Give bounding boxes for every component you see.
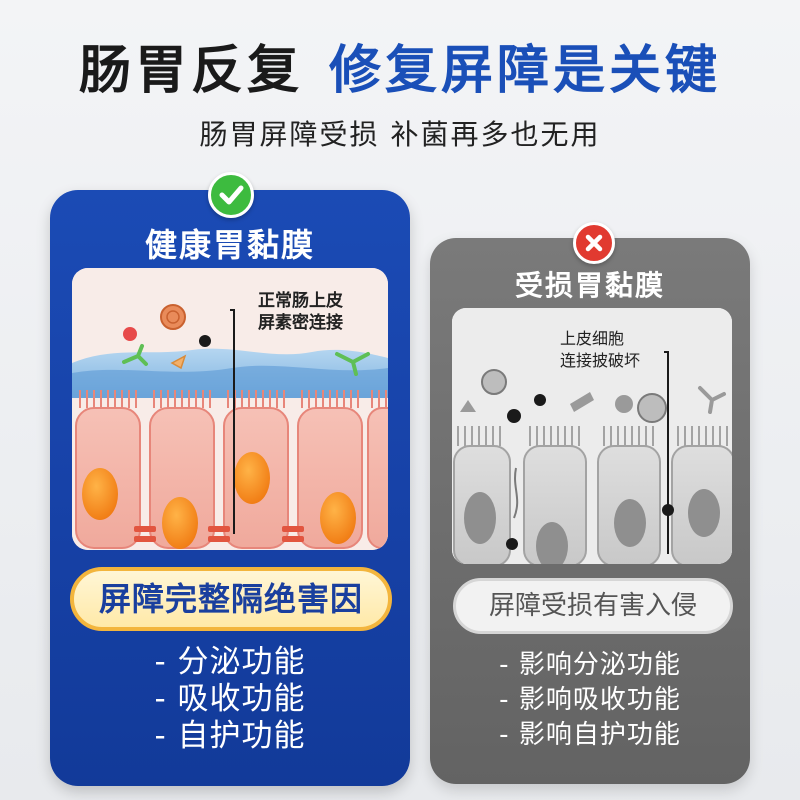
list-item: - 影响自护功能 [499,720,681,750]
list-item: - 影响吸收功能 [499,685,681,715]
damaged-card-title: 受损胃黏膜 [514,269,665,302]
list-item: - 影响分泌功能 [499,650,681,680]
check-icon [208,172,254,218]
title-left: 肠胃反复 [78,41,303,101]
healthy-pill: 屏障完整隔绝害因 [70,567,392,631]
list-item: - 自护功能 [154,718,306,754]
healthy-card-title: 健康胃黏膜 [144,226,315,264]
healthy-illustration-label: 正常肠上皮 屏素密连接 [258,291,343,333]
page-subtitle: 肠胃屏障受损 补菌再多也无用 [199,118,601,151]
list-item: - 吸收功能 [154,681,306,717]
damaged-function-list: - 影响分泌功能 - 影响吸收功能 - 影响自护功能 [430,648,750,753]
healthy-function-list: - 分泌功能 - 吸收功能 - 自护功能 [50,644,410,755]
list-item: - 分泌功能 [154,644,306,680]
damaged-pill: 屏障受损有害入侵 [453,578,733,634]
healthy-mucosa-illustration [72,268,388,550]
damaged-mucosa-illustration [452,308,732,564]
x-icon [573,222,615,264]
page-title: 肠胃反复修复屏障是关键 [0,28,800,103]
damaged-illustration-label: 上皮细胞 连接披破坏 [560,329,641,370]
title-right: 修复屏障是关键 [329,41,722,101]
